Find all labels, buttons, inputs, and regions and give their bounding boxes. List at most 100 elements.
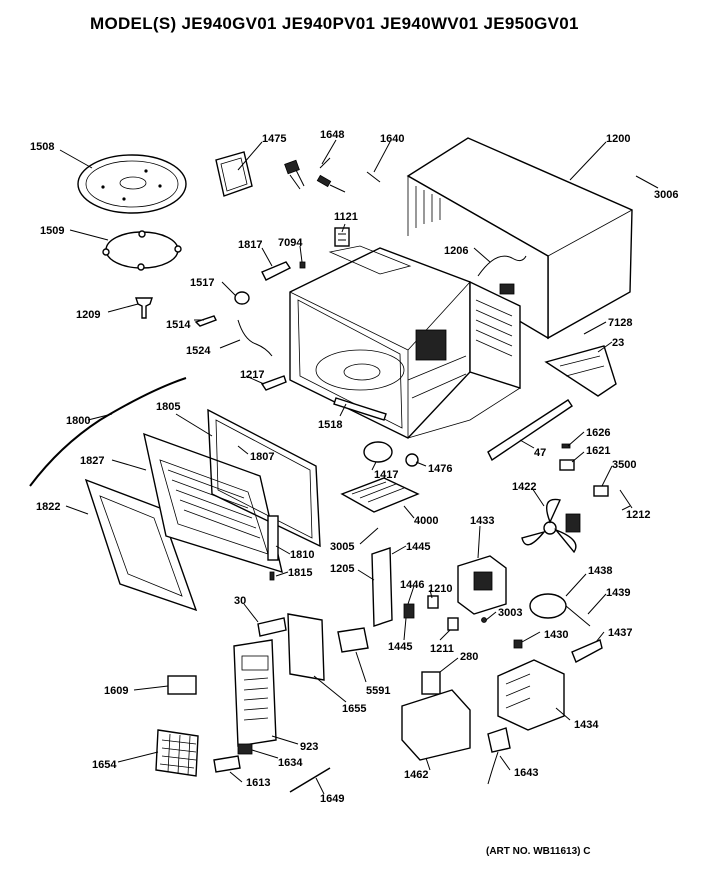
- label-1206: 1206: [444, 245, 468, 257]
- capacitor-1438-part: [529, 593, 591, 627]
- label-7128: 7128: [608, 317, 632, 329]
- part-30: [257, 617, 287, 637]
- part-1121: [334, 227, 350, 247]
- label-1445-bottom: 1445: [388, 641, 412, 653]
- interlock-switch-part: [284, 157, 346, 193]
- label-1417: 1417: [374, 469, 398, 481]
- part-1621: [559, 459, 575, 471]
- label-1634: 1634: [278, 757, 303, 769]
- label-1446: 1446: [400, 579, 424, 591]
- label-1621: 1621: [586, 445, 610, 457]
- label-1817: 1817: [238, 239, 262, 251]
- part-1815: [269, 571, 275, 581]
- part-1430: [513, 639, 523, 649]
- door-glass-1822-part: [84, 478, 198, 612]
- part-1212: [619, 489, 633, 509]
- label-1805: 1805: [156, 401, 180, 413]
- part-labels: 1508 1475 1648 1640 1200 3006 1121 1509 …: [30, 129, 678, 805]
- label-1210: 1210: [428, 583, 452, 595]
- label-1209: 1209: [76, 309, 100, 321]
- part-3500: [593, 485, 609, 497]
- label-1205: 1205: [330, 563, 354, 575]
- label-1462: 1462: [404, 769, 428, 781]
- art-number: (ART NO. WB11613) C: [486, 846, 591, 857]
- part-1217: [260, 375, 287, 391]
- part-1643: [487, 727, 511, 753]
- rail-47-part: [487, 399, 573, 462]
- duct-1462-part: [401, 689, 471, 761]
- label-1815: 1815: [288, 567, 312, 579]
- label-1609: 1609: [104, 685, 128, 697]
- label-1822: 1822: [36, 501, 60, 513]
- grille-1654-part: [155, 729, 199, 777]
- label-3003: 3003: [498, 607, 522, 619]
- screw-1640-part: [366, 171, 381, 183]
- part-1417: [363, 441, 393, 463]
- door-choke-1805-part: [207, 408, 321, 548]
- leader-lines: [59, 139, 659, 795]
- label-1438: 1438: [588, 565, 612, 577]
- bracket-1817-part: [261, 261, 292, 281]
- label-280: 280: [460, 651, 478, 663]
- part-1517: [234, 291, 250, 305]
- outer-case-part: [406, 137, 633, 340]
- label-47: 47: [534, 447, 546, 459]
- bracket-23-detail: [559, 355, 605, 377]
- label-1648: 1648: [320, 129, 344, 141]
- part-1810: [267, 515, 279, 561]
- panel-1655-part: [287, 613, 325, 681]
- label-1509: 1509: [40, 225, 64, 237]
- label-1517: 1517: [190, 277, 214, 289]
- diagram-title: MODEL(S) JE940GV01 JE940PV01 JE940WV01 J…: [90, 14, 579, 33]
- part-1643-wire: [487, 751, 499, 785]
- oven-cavity-chassis-part: [289, 245, 521, 439]
- label-1475: 1475: [262, 133, 286, 145]
- part-1649: [289, 767, 331, 793]
- part-1206-connector: [499, 283, 515, 295]
- label-3500: 3500: [612, 459, 636, 471]
- label-1649: 1649: [320, 793, 344, 805]
- latch-1205-part: [371, 547, 393, 627]
- label-1422: 1422: [512, 481, 536, 493]
- part-1634: [237, 743, 253, 755]
- control-panel-923-part: [233, 639, 277, 747]
- part-1613: [213, 755, 241, 773]
- label-1212: 1212: [626, 509, 650, 521]
- label-5591: 5591: [366, 685, 390, 697]
- label-4000: 4000: [414, 515, 438, 527]
- bracket-23-part: [544, 345, 617, 397]
- label-1121: 1121: [334, 211, 358, 223]
- label-1827: 1827: [80, 455, 104, 467]
- label-3005: 3005: [330, 541, 354, 553]
- part-1437: [571, 639, 603, 663]
- label-1433: 1433: [470, 515, 494, 527]
- label-1445-top: 1445: [406, 541, 430, 553]
- board-4000-detail: [351, 481, 405, 503]
- label-1217: 1217: [240, 369, 264, 381]
- frame-1475-part: [215, 151, 253, 197]
- part-1609: [167, 675, 197, 695]
- wire-harness-1206-part: [477, 255, 527, 277]
- label-1476: 1476: [428, 463, 452, 475]
- label-1430: 1430: [544, 629, 568, 641]
- transformer-1433-part: [457, 555, 507, 615]
- label-1508: 1508: [30, 141, 54, 153]
- board-4000-part: [340, 477, 420, 513]
- part-1211: [447, 617, 459, 631]
- wire-1524-part: [237, 319, 273, 357]
- label-1437: 1437: [608, 627, 632, 639]
- switch-1445-part: [403, 603, 415, 619]
- coupler-part: [135, 297, 153, 319]
- label-3006: 3006: [654, 189, 678, 201]
- label-30: 30: [234, 595, 246, 607]
- part-1626: [561, 443, 571, 449]
- label-23: 23: [612, 337, 624, 349]
- label-1626: 1626: [586, 427, 610, 439]
- part-5591: [337, 627, 369, 653]
- screw-3003-part: [481, 617, 487, 623]
- label-1613: 1613: [246, 777, 270, 789]
- label-1514: 1514: [166, 319, 191, 331]
- label-1655: 1655: [342, 703, 366, 715]
- label-1439: 1439: [606, 587, 630, 599]
